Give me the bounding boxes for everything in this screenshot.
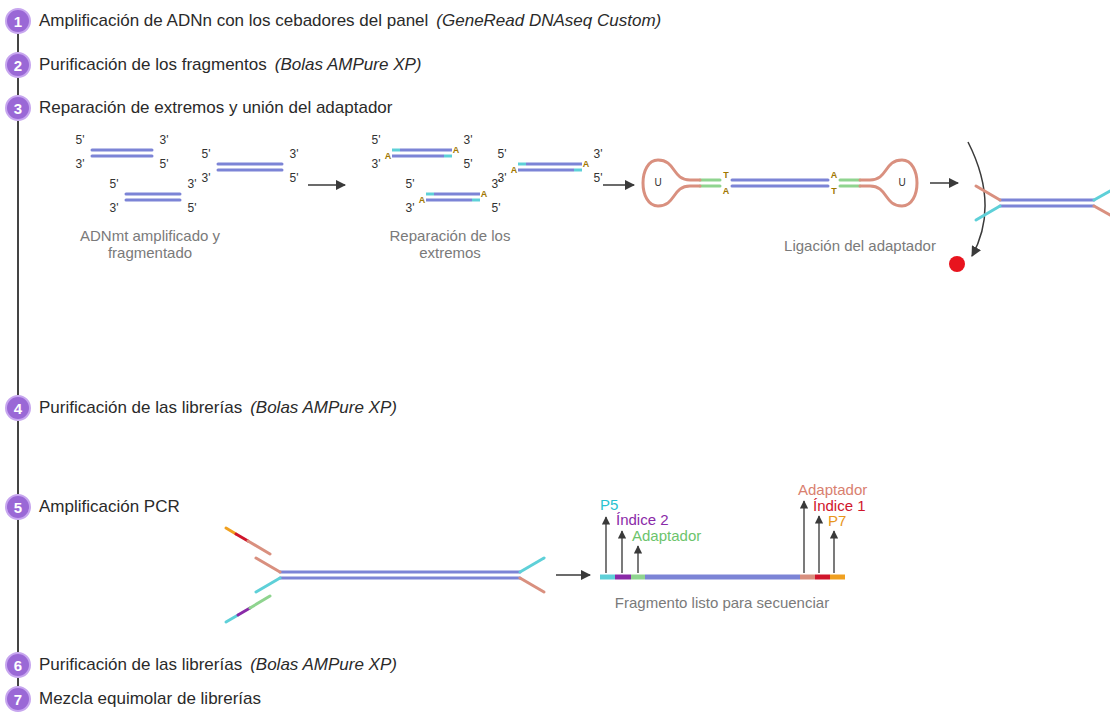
step-text: Reparación de extremos y unión del adapt… — [39, 98, 392, 118]
diagram-label: 5' — [160, 158, 169, 172]
step-node: 4 Purificación de las librerías (Bolas AMP… — [5, 395, 397, 421]
diagram-label: U — [898, 177, 905, 189]
step-circle: 3 — [5, 95, 31, 121]
process-arrow — [930, 182, 958, 184]
step-node: 3 Reparación de extremos y unión del adap… — [5, 95, 392, 121]
diagram-label: 5' — [406, 178, 415, 192]
pointer-arrows — [606, 501, 834, 573]
step-text: Purificación de los fragmentos — [39, 55, 267, 75]
step-number: 4 — [14, 401, 22, 416]
diagram-label: A — [723, 186, 730, 196]
diagram-label: Fragmento listo para secuenciar — [615, 594, 829, 611]
step-node: 2 Purificación de los fragmentos (Bolas AM… — [5, 52, 421, 78]
diagram-label: Reparación de los extremos — [375, 227, 525, 262]
enzyme-dot — [949, 256, 965, 272]
diagram-label: Ligación del adaptador — [784, 237, 936, 254]
diagram-label: 3' — [290, 148, 299, 162]
diagram-label: 5' — [76, 134, 85, 148]
dna-fragments — [92, 150, 582, 200]
step-circle: 1 — [5, 8, 31, 34]
diagram-label: Adaptador — [632, 527, 701, 544]
timeline-connector — [17, 34, 19, 52]
diagram-label: 5' — [498, 148, 507, 162]
diagram-label: 5' — [290, 172, 299, 186]
diagram-label: P7 — [828, 512, 846, 529]
step-number: 7 — [14, 692, 22, 707]
step-number: 6 — [14, 658, 22, 673]
diagram-label: T — [831, 186, 837, 196]
step-number: 3 — [14, 101, 22, 116]
hairpin-adapter — [643, 160, 917, 206]
timeline-connector — [17, 678, 19, 686]
diagram-label: T — [723, 170, 729, 180]
step-node: 7 Mezcla equimolar de librerías — [5, 686, 261, 712]
step-circle: 5 — [5, 494, 31, 520]
diagram-label: 3' — [464, 134, 473, 148]
step-circle: 4 — [5, 395, 31, 421]
diagram-label: 5' — [110, 178, 119, 192]
diagram-label: A — [583, 159, 590, 169]
diagram-label: 5' — [202, 148, 211, 162]
diagram-label: 5' — [188, 202, 197, 216]
diagram-label: 3' — [372, 158, 381, 172]
diagram-label: 3' — [202, 172, 211, 186]
step-number: 2 — [14, 58, 22, 73]
step-text: Purificación de las librerías — [39, 398, 242, 418]
diagram-label: 3' — [110, 202, 119, 216]
diagram-label: ADNmt amplificado y fragmentado — [75, 227, 225, 262]
step-circle: 7 — [5, 686, 31, 712]
diagram-label: U — [654, 177, 661, 189]
diagram-label: 3' — [492, 178, 501, 192]
timeline-connector — [17, 421, 19, 494]
diagram-label: Índice 2 — [616, 511, 669, 528]
diagram-label: A — [511, 165, 518, 175]
diagram-label: A — [453, 145, 460, 155]
step-text: Amplificación de ADNn con los cebadores … — [39, 11, 428, 31]
diagram-label: P5 — [600, 496, 618, 513]
diagram-label: A — [831, 170, 838, 180]
diagram-label: 3' — [160, 134, 169, 148]
final-fragment — [600, 575, 845, 580]
enzyme-bracket — [968, 142, 985, 256]
process-arrow — [603, 184, 634, 186]
step-text: Purificación de las librerías — [39, 655, 242, 675]
diagram-label: Adaptador — [798, 481, 867, 498]
step-node: 1 Amplificación de ADNn con los cebadores… — [5, 8, 661, 34]
diagram-label: A — [481, 189, 488, 199]
step-circle: 2 — [5, 52, 31, 78]
step-kit-note: (Bolas AMPure XP) — [275, 55, 422, 75]
diagram-label: 3' — [406, 202, 415, 216]
step-circle: 6 — [5, 652, 31, 678]
timeline-connector — [17, 121, 19, 395]
process-arrow — [556, 574, 590, 576]
diagram-label: 3' — [76, 158, 85, 172]
step-kit-note: (Bolas AMPure XP) — [250, 655, 397, 675]
diagram-label: 5' — [594, 172, 603, 186]
timeline-connector — [17, 78, 19, 95]
diagram-label: 3' — [188, 178, 197, 192]
ligated-fragment — [976, 186, 1110, 220]
step-node: 5 Amplificación PCR — [5, 494, 180, 520]
step-node: 6 Purificación de las librerías (Bolas AMP… — [5, 652, 397, 678]
step-text: Amplificación PCR — [39, 497, 180, 517]
step-kit-note: (GeneRead DNAseq Custom) — [436, 11, 661, 31]
timeline-connector — [17, 520, 19, 652]
step-number: 5 — [14, 500, 22, 515]
diagram-label: 5' — [492, 202, 501, 216]
pcr-template — [226, 528, 544, 622]
diagram-label: A — [419, 195, 426, 205]
step-kit-note: (Bolas AMPure XP) — [250, 398, 397, 418]
diagram-label: 5' — [464, 158, 473, 172]
diagram-label: 3' — [594, 148, 603, 162]
diagram-label: A — [385, 151, 392, 161]
step-number: 1 — [14, 14, 22, 29]
step-text: Mezcla equimolar de librerías — [39, 689, 261, 709]
process-arrow — [308, 184, 345, 186]
diagram-label: 5' — [372, 134, 381, 148]
diagram-label: Índice 1 — [813, 497, 866, 514]
